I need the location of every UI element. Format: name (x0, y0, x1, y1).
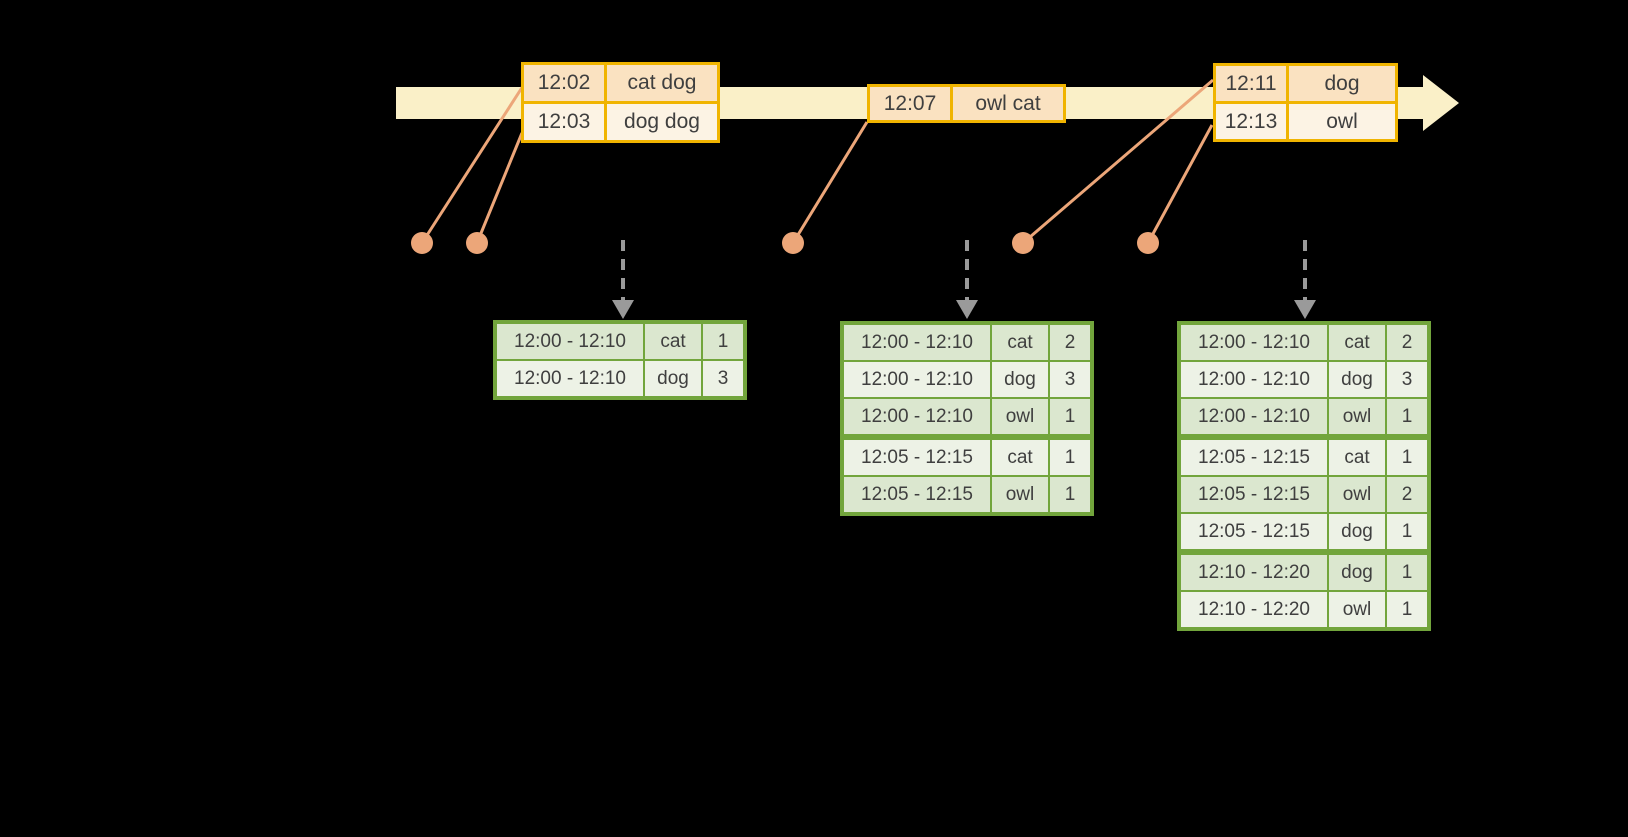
result-window-cell: 12:00 - 12:10 (844, 362, 990, 397)
result-word-cell: cat (1329, 325, 1385, 360)
result-window-cell: 12:05 - 12:15 (844, 440, 990, 475)
result-window-cell: 12:00 - 12:10 (844, 399, 990, 434)
event-connector-line (475, 132, 524, 244)
event-connector-line (1146, 124, 1214, 244)
result-window-cell: 12:05 - 12:15 (1181, 440, 1327, 475)
event-time-cell: 12:13 (1216, 104, 1286, 139)
result-count-cell: 1 (1387, 555, 1427, 590)
result-word-cell: owl (992, 399, 1048, 434)
event-words-cell: cat dog (607, 65, 717, 101)
result-count-cell: 2 (1387, 325, 1427, 360)
result-word-cell: dog (1329, 362, 1385, 397)
result-count-cell: 3 (1050, 362, 1090, 397)
result-count-cell: 2 (1387, 477, 1427, 512)
event-words-cell: dog dog (607, 104, 717, 140)
event-dot (466, 232, 488, 254)
result-word-cell: cat (645, 324, 701, 359)
result-word-cell: owl (992, 477, 1048, 512)
result-count-cell: 3 (703, 361, 743, 396)
result-window-cell: 12:00 - 12:10 (1181, 399, 1327, 434)
event-connector-line (420, 85, 525, 244)
event-words-cell: owl (1289, 104, 1395, 139)
result-window-cell: 12:00 - 12:10 (497, 361, 643, 396)
event-dot (1012, 232, 1034, 254)
result-word-cell: owl (1329, 399, 1385, 434)
result-word-cell: dog (1329, 514, 1385, 549)
event-time-cell: 12:03 (524, 104, 604, 140)
event-connectors (411, 78, 1214, 254)
event-time-cell: 12:07 (870, 87, 950, 120)
result-word-cell: dog (1329, 555, 1385, 590)
result-window-cell: 12:10 - 12:20 (1181, 592, 1327, 627)
result-window-cell: 12:00 - 12:10 (1181, 362, 1327, 397)
result-count-cell: 1 (1387, 440, 1427, 475)
result-count-cell: 1 (1050, 477, 1090, 512)
down-arrowhead-icon (1294, 300, 1316, 319)
result-window-cell: 12:00 - 12:10 (844, 325, 990, 360)
event-connector-line (1022, 78, 1214, 245)
result-count-cell: 1 (703, 324, 743, 359)
result-count-cell: 1 (1050, 399, 1090, 434)
result-word-cell: owl (1329, 592, 1385, 627)
event-time-cell: 12:11 (1216, 66, 1286, 101)
result-window-cell: 12:00 - 12:10 (497, 324, 643, 359)
result-window-cell: 12:05 - 12:15 (1181, 514, 1327, 549)
result-window-cell: 12:10 - 12:20 (1181, 555, 1327, 590)
event-words-cell: dog (1289, 66, 1395, 101)
result-window-cell: 12:05 - 12:15 (844, 477, 990, 512)
result-count-cell: 1 (1387, 592, 1427, 627)
event-words-cell: owl cat (953, 87, 1063, 120)
result-word-cell: owl (1329, 477, 1385, 512)
result-count-cell: 3 (1387, 362, 1427, 397)
result-count-cell: 1 (1387, 514, 1427, 549)
event-connector-line (791, 121, 869, 244)
event-dot (1137, 232, 1159, 254)
event-time-cell: 12:02 (524, 65, 604, 101)
result-word-cell: dog (645, 361, 701, 396)
result-word-cell: cat (1329, 440, 1385, 475)
result-window-cell: 12:00 - 12:10 (1181, 325, 1327, 360)
result-count-cell: 1 (1050, 440, 1090, 475)
event-dot (411, 232, 433, 254)
result-word-cell: dog (992, 362, 1048, 397)
result-window-cell: 12:05 - 12:15 (1181, 477, 1327, 512)
result-count-cell: 1 (1387, 399, 1427, 434)
result-count-cell: 2 (1050, 325, 1090, 360)
flow-arrows (612, 240, 1316, 319)
result-word-cell: cat (992, 325, 1048, 360)
timeline-arrowhead-icon (1423, 75, 1459, 131)
down-arrowhead-icon (956, 300, 978, 319)
result-word-cell: cat (992, 440, 1048, 475)
event-dot (782, 232, 804, 254)
down-arrowhead-icon (612, 300, 634, 319)
